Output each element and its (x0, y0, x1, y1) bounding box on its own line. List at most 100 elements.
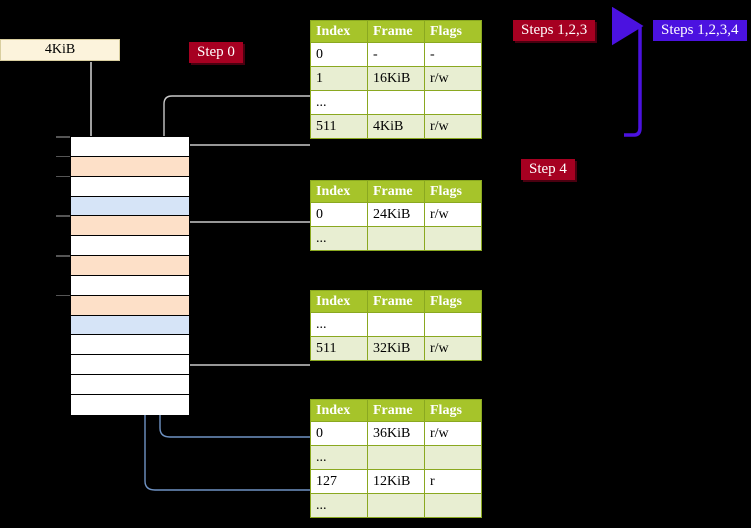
column-header-index: Index (310, 20, 368, 43)
column-header-index: Index (310, 180, 368, 203)
table-cell: 1 (310, 66, 368, 91)
table-row: ... (310, 493, 482, 518)
table-cell: 0 (310, 42, 368, 67)
memory-row (71, 236, 189, 257)
column-header-frame: Frame (367, 180, 425, 203)
table-cell: 0 (310, 421, 368, 446)
table-cell (424, 493, 482, 518)
table-cell: - (424, 42, 482, 67)
table-row: ... (310, 226, 482, 251)
memory-row (71, 176, 189, 197)
wire-t1r1-to-grid (162, 95, 310, 156)
table-cell (367, 226, 425, 251)
table-cell: 511 (310, 114, 368, 139)
table-cell: 127 (310, 469, 368, 494)
table-cell (424, 90, 482, 115)
purple-bracket-arrow (612, 6, 644, 137)
table-cell: r/w (424, 114, 482, 139)
memory-row (71, 315, 189, 336)
memory-row (71, 335, 189, 356)
table-cell: ... (310, 312, 368, 337)
memory-row (71, 137, 189, 157)
column-header-frame: Frame (367, 399, 425, 422)
table-cell: r/w (424, 66, 482, 91)
table-cell: r/w (424, 336, 482, 361)
step4-badge: Step 4 (521, 159, 575, 180)
memory-row (71, 394, 189, 415)
table-cell: 24KiB (367, 202, 425, 227)
column-header-frame: Frame (367, 290, 425, 313)
table-cell (424, 445, 482, 470)
table-cell: ... (310, 493, 368, 518)
steps123-label: Steps 1,2,3 (521, 22, 588, 38)
memory-row (71, 355, 189, 376)
table-cell: 32KiB (367, 336, 425, 361)
wire-t1r511-to-grid (176, 144, 310, 171)
table-row: 0-- (310, 42, 482, 67)
column-header-flags: Flags (424, 180, 482, 203)
step0-label: Step 0 (197, 44, 235, 60)
table-row: ... (310, 90, 482, 115)
table-cell: r (424, 469, 482, 494)
wire-grid-to-t4r127 (135, 206, 310, 491)
table-cell: 0 (310, 202, 368, 227)
memory-row-tick (56, 215, 70, 217)
wire-t3r511-to-grid (171, 312, 310, 366)
column-header-index: Index (310, 399, 368, 422)
memory-row-tick (56, 175, 70, 178)
memory-row (71, 375, 189, 395)
table-row: ... (310, 445, 482, 470)
memory-grid (70, 136, 190, 415)
column-header-frame: Frame (367, 20, 425, 43)
memory-row (71, 216, 189, 237)
table-cell: - (367, 42, 425, 67)
memory-row (71, 156, 189, 177)
table-cell: 511 (310, 336, 368, 361)
table-cell (424, 312, 482, 337)
steps1234-label: Steps 1,2,3,4 (661, 22, 739, 38)
table-cell (367, 445, 425, 470)
table-cell: ... (310, 445, 368, 470)
table-row: ... (310, 312, 482, 337)
column-header-flags: Flags (424, 20, 482, 43)
wire-t2r0-to-grid (178, 221, 310, 264)
table-cell: ... (310, 226, 368, 251)
step0-badge: Step 0 (189, 42, 243, 63)
steps1234-badge: Steps 1,2,3,4 (653, 20, 747, 41)
step4-label: Step 4 (529, 161, 567, 177)
table-cell (367, 312, 425, 337)
memory-row (71, 256, 189, 276)
memory-row-tick (56, 136, 70, 138)
memory-row-tick (56, 155, 70, 158)
memory-row (71, 275, 189, 296)
steps123-badge: Steps 1,2,3 (513, 20, 596, 41)
table-cell: 36KiB (367, 421, 425, 446)
kib-box: 4KiB (0, 39, 120, 61)
table-cell: r/w (424, 421, 482, 446)
kib-box-label: 4KiB (44, 42, 76, 57)
wire-grid-to-t4r0 (150, 323, 310, 438)
table-cell: 12KiB (367, 469, 425, 494)
table-cell: 16KiB (367, 66, 425, 91)
table-cell (367, 493, 425, 518)
table-cell: ... (310, 90, 368, 115)
column-header-index: Index (310, 290, 368, 313)
table-cell: 4KiB (367, 114, 425, 139)
column-header-flags: Flags (424, 399, 482, 422)
table-cell (367, 90, 425, 115)
memory-row (71, 196, 189, 217)
memory-row-tick (56, 294, 70, 297)
table-cell (424, 226, 482, 251)
memory-row-tick (56, 255, 70, 257)
